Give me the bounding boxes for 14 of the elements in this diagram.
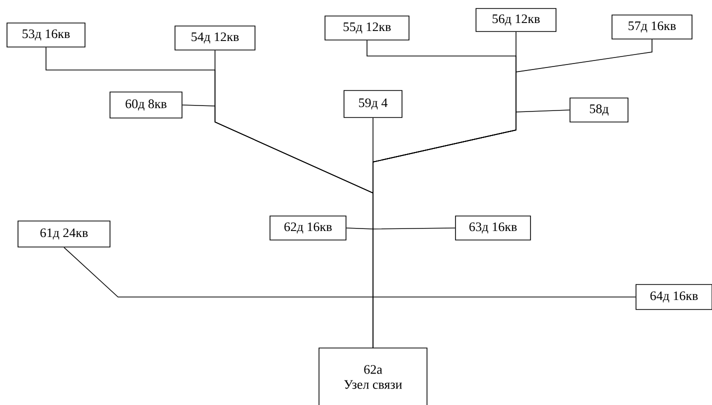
house-box: 55д 12кв xyxy=(324,16,410,40)
cable-line xyxy=(372,296,636,348)
house-box: 64д 16кв xyxy=(636,284,712,310)
house-box: 54д 12кв xyxy=(174,26,256,50)
house-box: 62д 16кв xyxy=(270,216,346,240)
house-box: 58д xyxy=(570,98,628,122)
house-box: 63д 16кв xyxy=(455,216,531,240)
house-box: 56д 12кв xyxy=(476,8,556,32)
house-box: 60д 8кв xyxy=(110,92,182,118)
house-box: 57д 16кв xyxy=(612,14,692,40)
house-box: 62а Узел связи xyxy=(318,348,428,405)
house-box: 61д 24кв xyxy=(18,220,110,248)
house-box: 53д 16кв xyxy=(6,22,86,48)
house-box: 59д 4 xyxy=(344,90,402,118)
